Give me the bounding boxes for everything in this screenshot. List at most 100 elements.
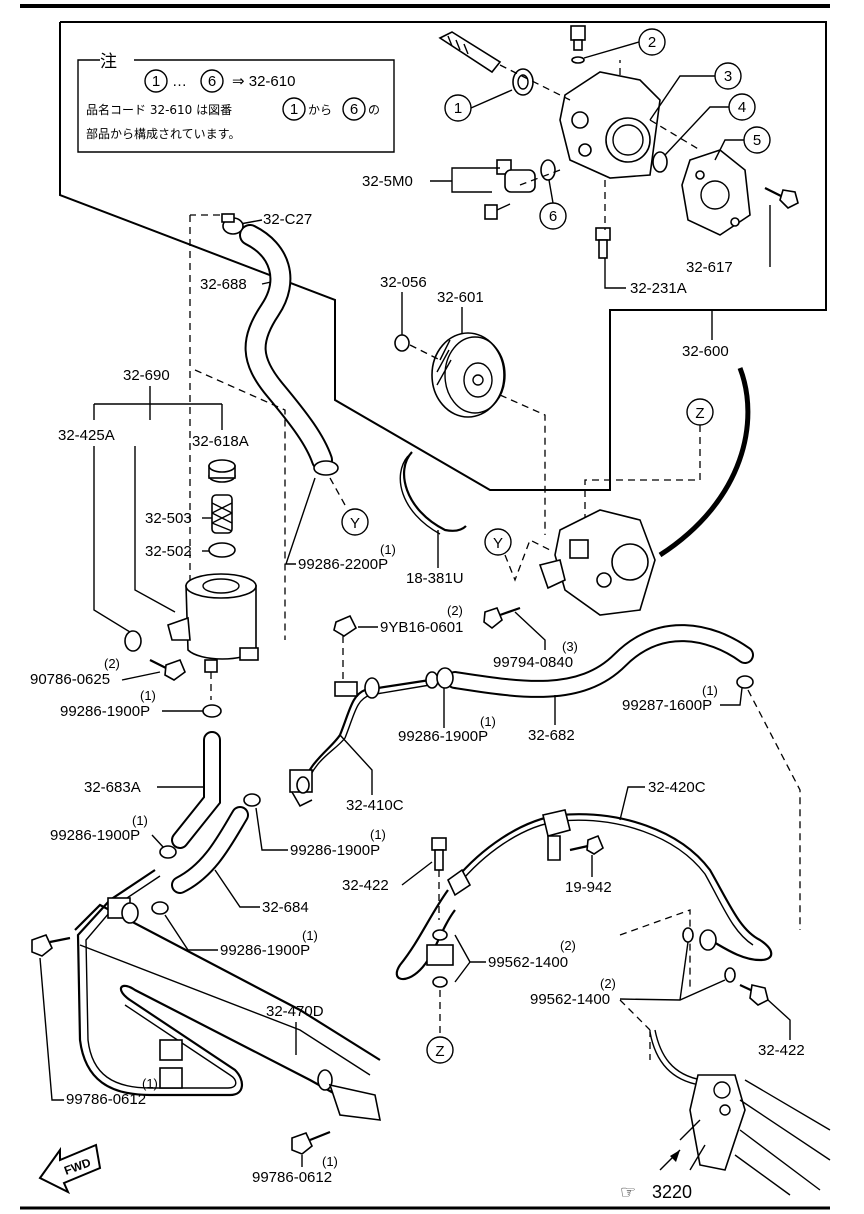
svg-text:Z: Z — [695, 405, 704, 422]
note-line2-pre: 品名コード 32-610 は図番 — [86, 102, 232, 117]
label-90786-0625: 90786-0625 — [30, 671, 110, 688]
svg-text:Y: Y — [493, 535, 503, 552]
installed-pump — [538, 509, 656, 616]
reservoir-gasket — [208, 542, 236, 558]
callout-6: 6 — [539, 179, 567, 230]
label-32-422-a: 32-422 — [342, 877, 389, 894]
note-start-num: 1 — [152, 73, 160, 90]
z-marker-top: Z — [584, 398, 714, 520]
svg-text:6: 6 — [549, 208, 557, 225]
cooler-pipe-32-470d — [74, 869, 382, 1121]
bolt-90786-0625 — [149, 658, 186, 681]
note-line2-post: の — [368, 103, 380, 117]
pump-assembly-outline — [59, 21, 827, 491]
label-32-618a: 32-618A — [192, 433, 249, 450]
cover-bolt — [764, 187, 799, 209]
label-32-422-b: 32-422 — [758, 1042, 805, 1059]
callout-1: 1 — [444, 89, 513, 122]
clamp-32-c27 — [221, 213, 244, 235]
svg-text:Y: Y — [350, 515, 360, 532]
label-99287-1600p: 99287-1600P — [622, 697, 712, 714]
qty-90786-0625: (2) — [104, 656, 120, 671]
washer-gear-lower — [724, 967, 736, 983]
label-99562-1400-b: 99562-1400 — [530, 991, 610, 1008]
svg-text:2: 2 — [648, 34, 656, 51]
label-32-231a: 32-231A — [630, 280, 687, 297]
banjo-bolt-upper — [431, 837, 447, 871]
bolt-99786-0612-bottom — [291, 1130, 331, 1155]
o-ring — [652, 151, 668, 173]
qty-99286-1900p-d: (1) — [370, 827, 386, 842]
note-ellipsis: … — [172, 73, 187, 90]
qty-99287-1600p: (1) — [702, 683, 718, 698]
svg-text:Z: Z — [435, 1043, 444, 1060]
clamp-reservoir-outlet — [202, 704, 222, 718]
qty-99286-1900p-b: (1) — [132, 813, 148, 828]
assembly-arrow — [658, 367, 751, 558]
pipe-banjo-loop — [395, 889, 456, 981]
ref-symbol: ☞ — [620, 1182, 636, 1203]
washer-gear-upper — [682, 927, 694, 943]
clamp-99286-2200p — [313, 460, 339, 476]
note-title: 注 — [100, 52, 117, 72]
label-32-420c: 32-420C — [648, 779, 706, 796]
label-32-502: 32-502 — [145, 543, 192, 560]
label-99286-1900p-d: 99286-1900P — [290, 842, 380, 859]
label-99794-0840: 99794-0840 — [493, 654, 573, 671]
qty-99562-1400-a: (2) — [560, 938, 576, 953]
callout-3: 3 — [649, 62, 742, 121]
qty-99562-1400-b: (2) — [600, 976, 616, 991]
label-32-682: 32-682 — [528, 727, 575, 744]
banjo-bolt-lower — [739, 984, 769, 1006]
y-marker-hose: Y — [341, 508, 369, 536]
label-32-c27: 32-C27 — [263, 211, 312, 228]
note-line2-start: 1 — [290, 101, 298, 118]
qty-99786-0612-a: (1) — [142, 1076, 158, 1091]
label-32-5m0: 32-5M0 — [362, 173, 413, 190]
note-line2-end: 6 — [350, 101, 358, 118]
qty-99286-2200p: (1) — [380, 542, 396, 557]
z-marker-bottom: Z — [426, 1036, 454, 1064]
ref-page: 3220 — [652, 1182, 692, 1202]
pump-top-bolt — [570, 25, 586, 64]
note-line2-mid: から — [308, 103, 332, 117]
svg-text:3: 3 — [724, 68, 732, 85]
clamp-684-upper — [243, 793, 261, 807]
y-marker-pump: Y — [484, 528, 551, 582]
clamp-683a-lower — [159, 845, 177, 859]
note-arrow-ref: ⇒ 32-610 — [232, 73, 295, 90]
callout-5: 5 — [714, 126, 771, 161]
drive-belt — [403, 451, 467, 532]
label-32-690: 32-690 — [123, 367, 170, 384]
note-box: 注 1 … 6 ⇒ 32-610 品名コード 32-610 は図番 1 から 6… — [77, 52, 395, 153]
label-99562-1400-a: 99562-1400 — [488, 954, 568, 971]
callout-2: 2 — [583, 28, 666, 59]
label-32-617: 32-617 — [686, 259, 733, 276]
hose-32-420c — [454, 813, 773, 962]
note-end-num: 6 — [208, 73, 216, 90]
clip-9yb16-0601 — [333, 614, 358, 637]
label-19-942: 19-942 — [565, 879, 612, 896]
pump-cover — [681, 149, 751, 236]
svg-text:1: 1 — [454, 100, 462, 117]
clamp-682-left — [436, 667, 454, 689]
pump-body — [559, 71, 661, 179]
reservoir-grommet — [124, 630, 142, 652]
label-99786-0612-b: 99786-0612 — [252, 1169, 332, 1186]
clamp-682-right — [736, 675, 754, 689]
label-32-425a: 32-425A — [58, 427, 115, 444]
label-99286-1900p-a: 99286-1900P — [60, 703, 150, 720]
qty-99286-1900p-a: (1) — [140, 688, 156, 703]
bolt-19-942 — [569, 834, 604, 855]
outlet-fitting — [484, 159, 556, 220]
svg-text:4: 4 — [738, 99, 746, 116]
label-9yb16-0601: 9YB16-0601 — [380, 619, 463, 636]
qty-99286-1900p-e: (1) — [302, 928, 318, 943]
fwd-arrow-icon: FWD — [38, 1143, 102, 1195]
label-99286-1900p-c: 99286-1900P — [398, 728, 488, 745]
label-32-600: 32-600 — [682, 343, 729, 360]
label-32-684: 32-684 — [262, 899, 309, 916]
label-32-503: 32-503 — [145, 510, 192, 527]
reservoir-filter — [211, 494, 233, 534]
